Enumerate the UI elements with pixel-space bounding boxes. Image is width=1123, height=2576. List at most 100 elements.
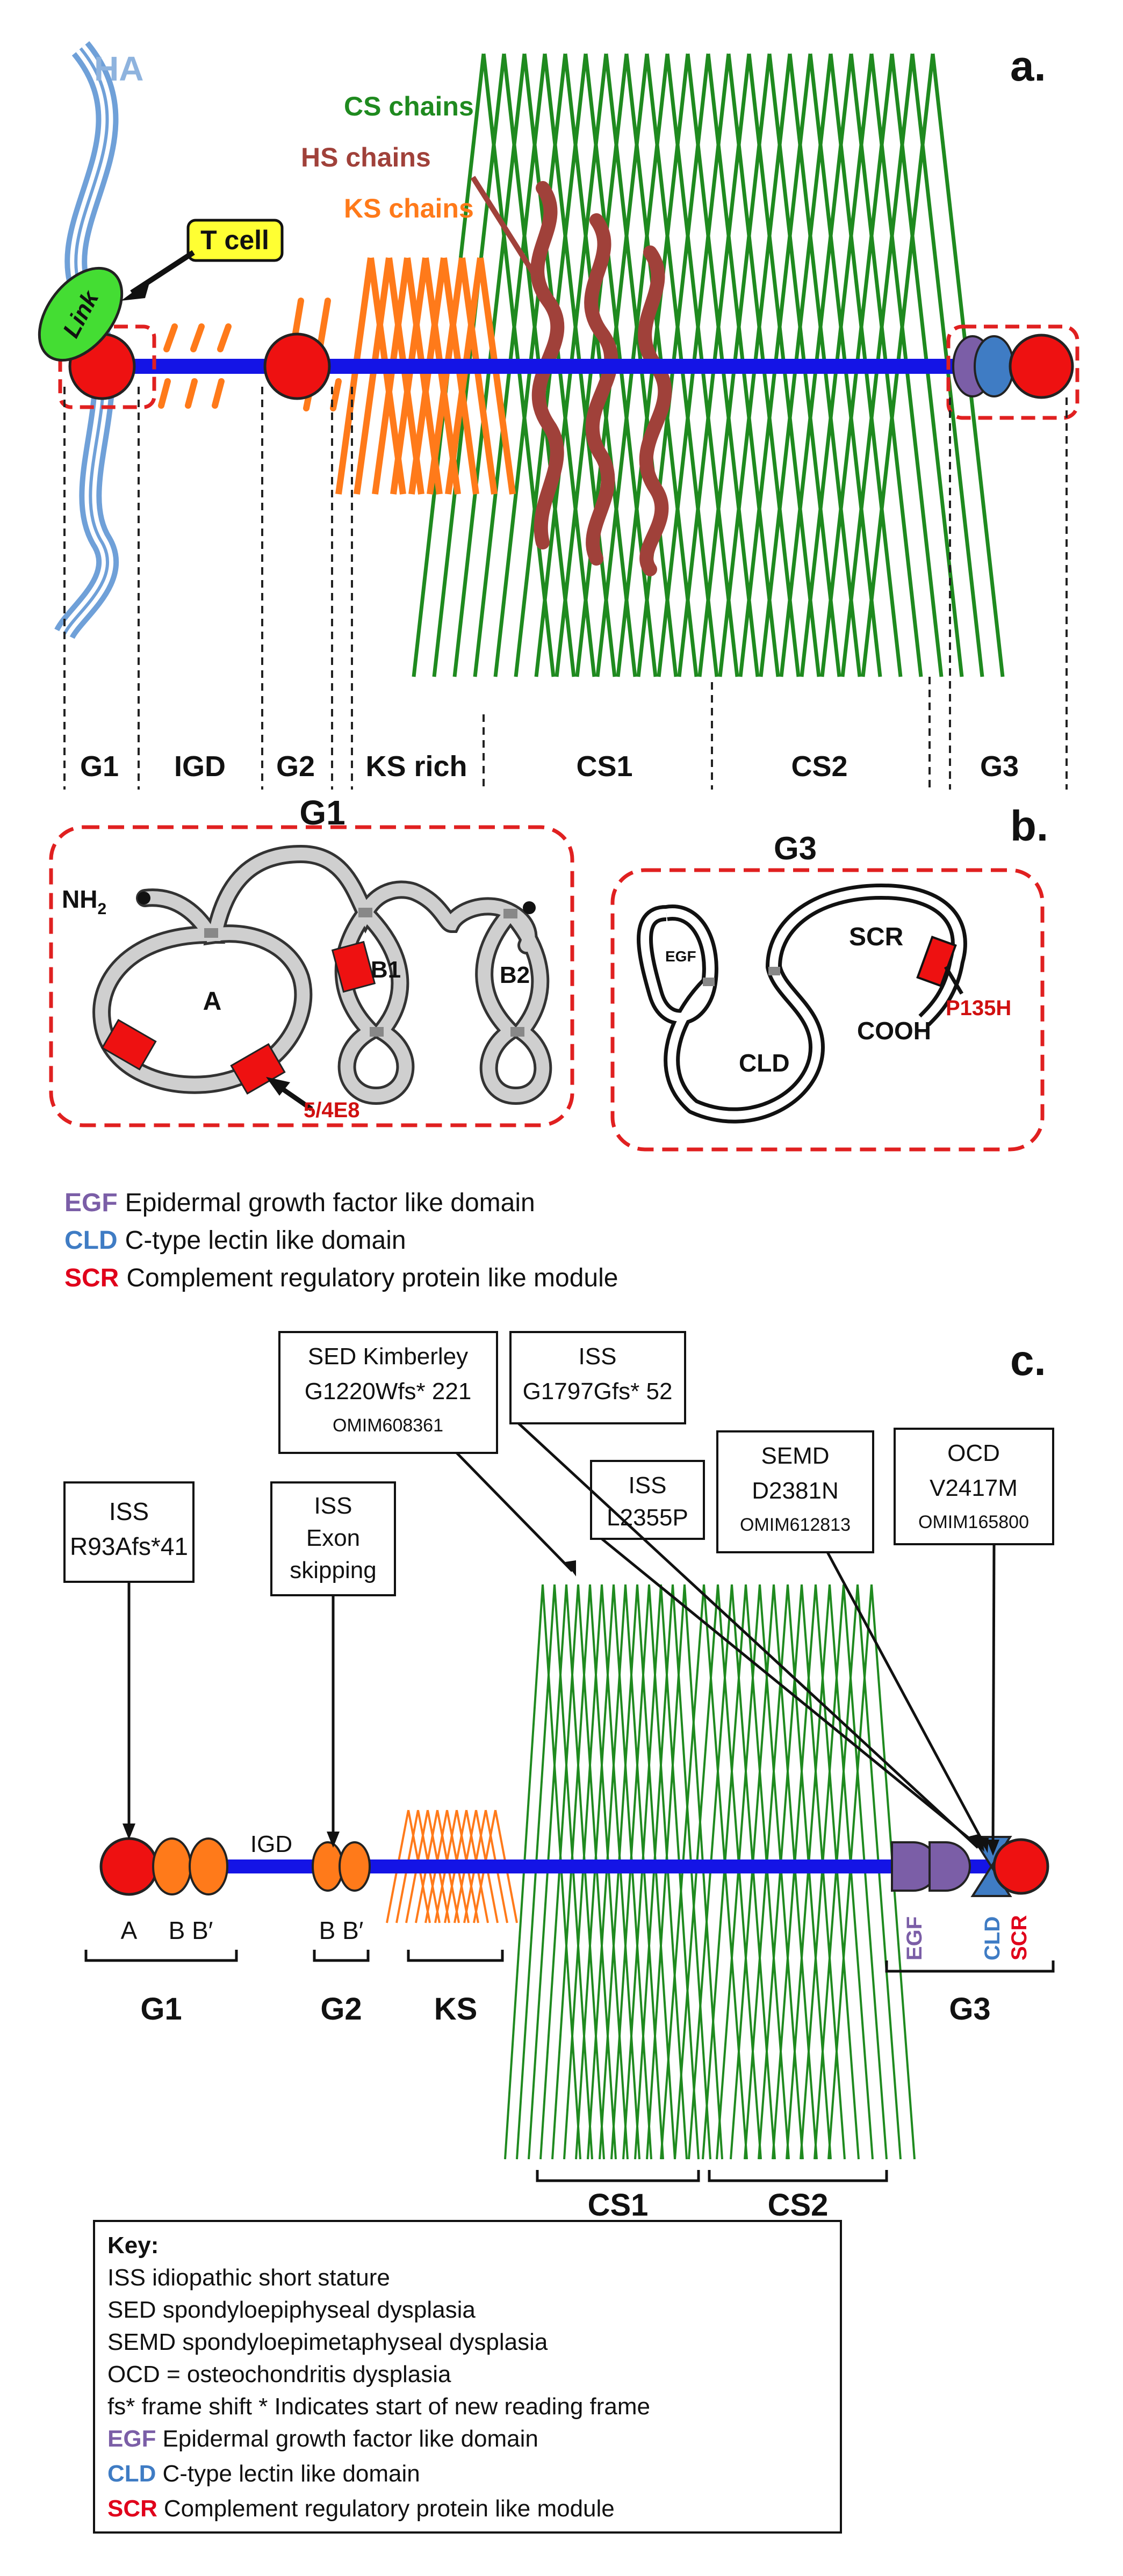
hs-chains	[530, 181, 672, 576]
svg-text:G1797Gfs* 52: G1797Gfs* 52	[523, 1378, 673, 1405]
region-g2: G2	[276, 750, 315, 783]
disulfide-marks	[204, 908, 524, 1037]
key-line-1: ISS idiopathic short stature	[107, 2264, 390, 2291]
g3-dashed-box	[946, 324, 1079, 420]
svg-text:OMIM165800: OMIM165800	[918, 1512, 1029, 1532]
igd-label: IGD	[250, 1831, 292, 1857]
antibody-label: 5/4E8	[304, 1098, 360, 1122]
svg-text:ISS: ISS	[579, 1343, 617, 1370]
key-title: Key:	[107, 2232, 159, 2259]
svg-text:ISS: ISS	[629, 1472, 667, 1499]
cs-chains-label: CS chains	[344, 91, 474, 121]
svg-text:D2381N: D2381N	[752, 1478, 838, 1504]
loop-b1-label: B1	[371, 957, 401, 983]
key-line-3: SEMD spondyloepimetaphyseal dysplasia	[107, 2329, 548, 2355]
nh2-end	[138, 892, 150, 905]
svg-text:G1220Wfs* 221: G1220Wfs* 221	[305, 1378, 472, 1405]
hs-chains-label: HS chains	[301, 142, 431, 172]
region-separators	[63, 387, 1068, 790]
c-region-g1: G1	[140, 1992, 182, 2027]
c-region-g2: G2	[320, 1992, 362, 2027]
g3-egf-vertical: EGF	[903, 1916, 926, 1960]
ks-chain	[335, 257, 374, 495]
panel-b: b. G1 G3	[49, 793, 1048, 1292]
svg-text:OMIM612813: OMIM612813	[740, 1515, 851, 1535]
mutation-box-3: SED Kimberley G1220Wfs* 221 OMIM608361	[278, 1331, 498, 1454]
loop-b2-label: B2	[500, 962, 530, 988]
cld-label-b: CLD	[739, 1049, 790, 1077]
g2-domain	[263, 332, 331, 400]
key-line-2: SED spondyloepiphyseal dysplasia	[107, 2297, 476, 2323]
key-line-5: fs* frame shift * Indicates start of new…	[107, 2393, 650, 2420]
region-g3: G3	[980, 750, 1019, 783]
ks-chain	[459, 257, 498, 495]
svg-text:Exon: Exon	[306, 1525, 360, 1551]
mutation-box-5: ISS L2355P	[590, 1460, 705, 1540]
svg-text:ISS: ISS	[109, 1497, 149, 1525]
core-protein	[81, 359, 1037, 374]
c-region-cs2: CS2	[768, 2188, 829, 2223]
egf-label-b: EGF	[665, 948, 696, 965]
p135h-label: P135H	[946, 996, 1011, 1020]
g3-scr-c	[992, 1838, 1049, 1895]
g3-disulfide-marks	[703, 967, 780, 986]
ks-chain	[427, 257, 465, 495]
mutation-box-4: ISS G1797Gfs* 52	[509, 1331, 686, 1424]
mutation-box-1: ISS R93Afs*41	[63, 1481, 195, 1583]
svg-text:OMIM608361: OMIM608361	[333, 1415, 443, 1436]
ks-chain	[445, 257, 484, 495]
panel-c: c. IGD A B B′ B B′ EGF CLD SCR	[63, 1331, 1055, 2534]
c-region-ks: KS	[434, 1992, 478, 2027]
mutation-arrows	[127, 1422, 996, 1849]
cooh-label: COOH	[857, 1017, 931, 1045]
region-cs1: CS1	[576, 750, 632, 783]
c-region-cs1: CS1	[588, 2188, 649, 2223]
ha-label: HA	[94, 49, 143, 88]
loop-a-label: A	[203, 987, 222, 1016]
svg-text:ISS: ISS	[314, 1493, 352, 1519]
ks-chain	[408, 257, 447, 495]
panel-a-label: a.	[1010, 42, 1046, 90]
svg-text:OCD: OCD	[947, 1440, 1000, 1466]
antibody-epitopes	[101, 940, 376, 1095]
g3-scr-vertical: SCR	[1007, 1915, 1031, 1960]
g3-scr-domain	[1009, 334, 1074, 399]
sub-bb-g1-label: B B′	[169, 1916, 213, 1944]
tcell-label-box	[186, 219, 284, 262]
ks-chains-label: KS chains	[344, 193, 474, 223]
tcell-label: T cell	[200, 225, 269, 255]
region-igd: IGD	[174, 750, 226, 783]
mutation-box-7: OCD V2417M OMIM165800	[894, 1428, 1054, 1545]
ks-chain	[372, 257, 411, 495]
svg-text:V2417M: V2417M	[930, 1475, 1018, 1501]
panel-b-label: b.	[1010, 802, 1048, 850]
svg-text:R93Afs*41: R93Afs*41	[70, 1532, 188, 1560]
ks-chain	[441, 257, 479, 495]
sub-a-label: A	[121, 1916, 138, 1944]
g3-egf2-c	[928, 1841, 971, 1892]
antibody-arrow-head	[266, 1077, 290, 1096]
mutation-arrow-heads	[123, 1560, 999, 1856]
g3-detail-box	[610, 868, 1045, 1152]
g1-a-domain	[99, 1837, 159, 1896]
link-protein	[38, 266, 124, 362]
p135h-site	[916, 935, 957, 988]
nh2-label: NH2	[62, 885, 106, 918]
key-line-4: OCD = osteochondritis dysplasia	[107, 2361, 451, 2387]
ks-chain	[390, 257, 429, 495]
svg-text:SED Kimberley: SED Kimberley	[308, 1343, 468, 1370]
hs-pointer	[470, 176, 540, 281]
g3-cld-vertical: CLD	[981, 1916, 1004, 1960]
ks-chains-c	[386, 1810, 518, 1923]
ks-chains	[335, 257, 516, 495]
region-ks-rich: KS rich	[365, 750, 467, 783]
panel-a: a. HA CS chains HS chains KS chains Link	[38, 41, 1079, 790]
svg-text:SEMD: SEMD	[761, 1443, 829, 1469]
